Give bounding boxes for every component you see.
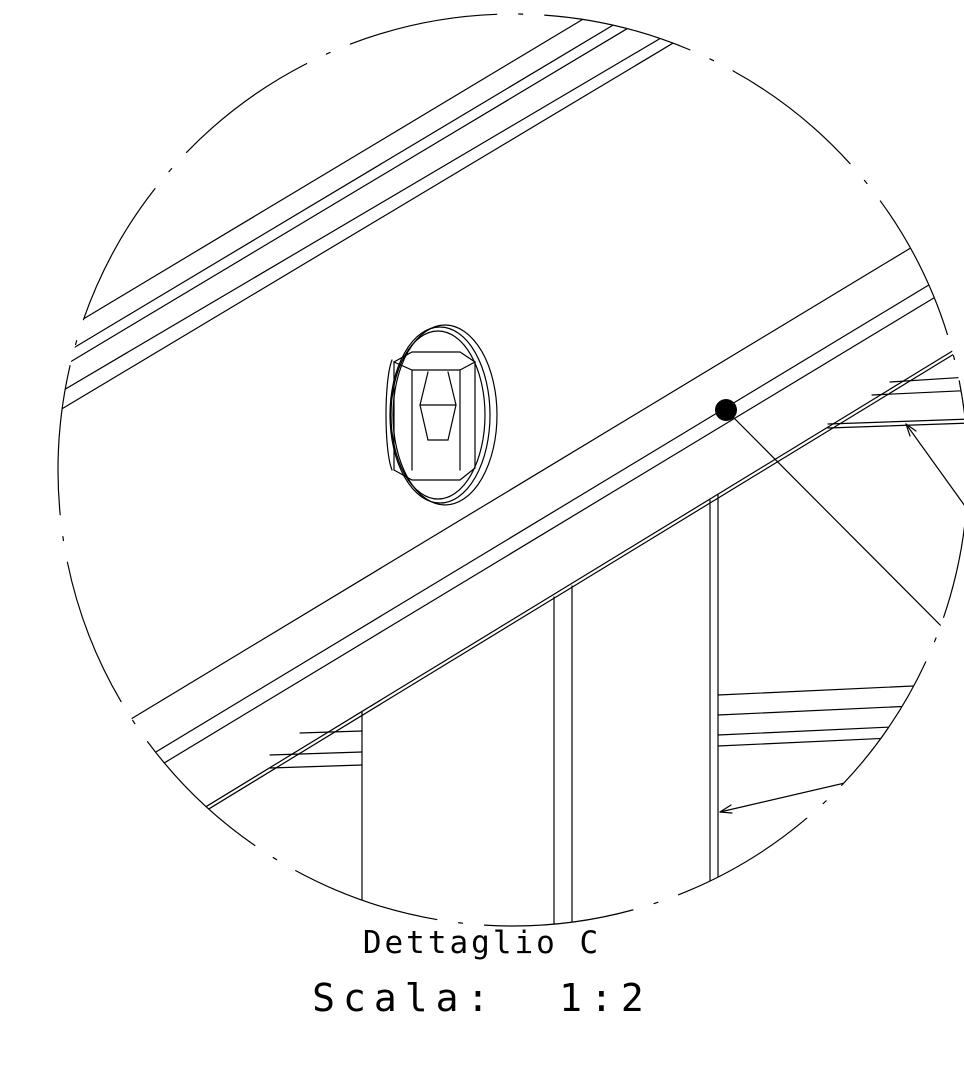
callout-balloon	[957, 717, 964, 767]
detail-scale: Scala: 1:2	[312, 976, 652, 1020]
diagonal-beam	[58, 193, 964, 913]
leader-origin-dot	[715, 399, 737, 421]
detail-boundary-circle	[57, 13, 964, 927]
upper-rail	[58, 14, 721, 423]
right-horizontal-rails	[717, 681, 964, 747]
left-horizontal-rails	[269, 730, 363, 769]
right-subframe	[827, 374, 964, 429]
detail-title: Dettaglio C	[362, 925, 602, 961]
hex-bolt	[385, 324, 498, 506]
